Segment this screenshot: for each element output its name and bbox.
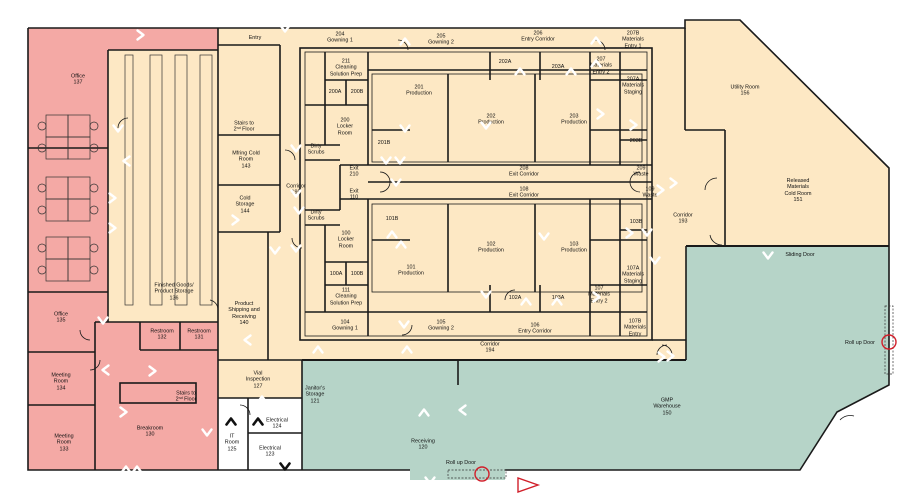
- chevron-icon: [649, 254, 662, 267]
- chevron-icon: [229, 214, 242, 227]
- door-swings: [79, 39, 855, 421]
- chevron-icon: [252, 416, 265, 429]
- chevron-icon: [117, 406, 130, 419]
- chevron-icon: [395, 239, 408, 252]
- chevron-icon: [664, 350, 677, 363]
- storage-racks: [124, 54, 213, 306]
- workstation-cluster-3: [37, 236, 99, 282]
- chevron-icon: [279, 460, 292, 473]
- inspection-zone: [218, 360, 302, 398]
- chevron-icon: [290, 142, 303, 155]
- chevron-icon: [565, 66, 578, 79]
- chevron-icon: [100, 364, 113, 377]
- chevron-icon: [106, 192, 119, 205]
- chevron-icon: [121, 155, 134, 168]
- chevron-icon: [594, 108, 607, 121]
- chevron-icon: [131, 464, 144, 477]
- workstations: [37, 114, 99, 282]
- chevron-icon: [112, 122, 125, 135]
- warehouse-zone: [302, 246, 889, 480]
- chevron-icon: [590, 291, 603, 304]
- chevron-icon: [590, 58, 603, 71]
- circle-marker-icon: [881, 334, 897, 350]
- chevron-icon: [399, 122, 412, 135]
- chevron-icon: [269, 244, 282, 257]
- chevron-icon: [312, 344, 325, 357]
- chevron-icon: [290, 187, 303, 200]
- chevron-icon: [514, 66, 527, 79]
- chevron-icon: [279, 22, 292, 35]
- chevron-icon: [106, 222, 119, 235]
- restroom-zone: [140, 322, 218, 350]
- chevron-icon: [290, 242, 303, 255]
- chevron-icon: [667, 177, 680, 190]
- triangle-marker-icon: [517, 477, 541, 493]
- chevron-icon: [457, 404, 470, 417]
- chevron-icon: [551, 296, 564, 309]
- chevron-icon: [401, 344, 414, 357]
- chevron-icon: [134, 29, 147, 42]
- chevron-icon: [655, 351, 668, 364]
- zone-fills: [28, 20, 889, 480]
- chevron-icon: [201, 426, 214, 439]
- chevron-icon: [97, 314, 110, 327]
- chevron-icon: [762, 249, 775, 262]
- chevron-icon: [279, 9, 292, 22]
- chevron-icon: [242, 334, 255, 347]
- chevron-icon: [418, 407, 431, 420]
- chevron-icon: [849, 417, 862, 430]
- processing-zone: [218, 20, 889, 375]
- chevron-icon: [380, 154, 393, 167]
- admin-zone: [28, 28, 218, 470]
- chevron-icon: [641, 226, 654, 239]
- chevron-icon: [654, 184, 667, 197]
- upper-admin-beige: [108, 50, 218, 360]
- circle-marker-icon: [474, 466, 490, 482]
- chevron-icon: [256, 394, 269, 407]
- chevron-icon: [390, 176, 403, 189]
- chevron-icon: [225, 416, 238, 429]
- chevron-icon: [538, 230, 551, 243]
- chevron-icon: [386, 229, 399, 242]
- chevron-icon: [394, 154, 407, 167]
- walls: [27, 19, 890, 471]
- chevron-icon: [480, 288, 493, 301]
- chevron-icon: [424, 474, 437, 487]
- chevron-icon: [293, 204, 306, 217]
- workstation-cluster-1: [37, 114, 99, 160]
- chevron-icon: [399, 36, 412, 49]
- chevron-icon: [398, 318, 411, 331]
- chevron-icon: [590, 35, 603, 48]
- chevron-icon: [480, 119, 493, 132]
- workstation-cluster-2: [37, 176, 99, 222]
- chevron-icon: [146, 365, 159, 378]
- chevron-icon: [627, 119, 640, 132]
- markers: [474, 334, 897, 493]
- chevron-icon: [120, 464, 133, 477]
- chevron-icon: [520, 296, 533, 309]
- chevron-icon: [623, 227, 636, 240]
